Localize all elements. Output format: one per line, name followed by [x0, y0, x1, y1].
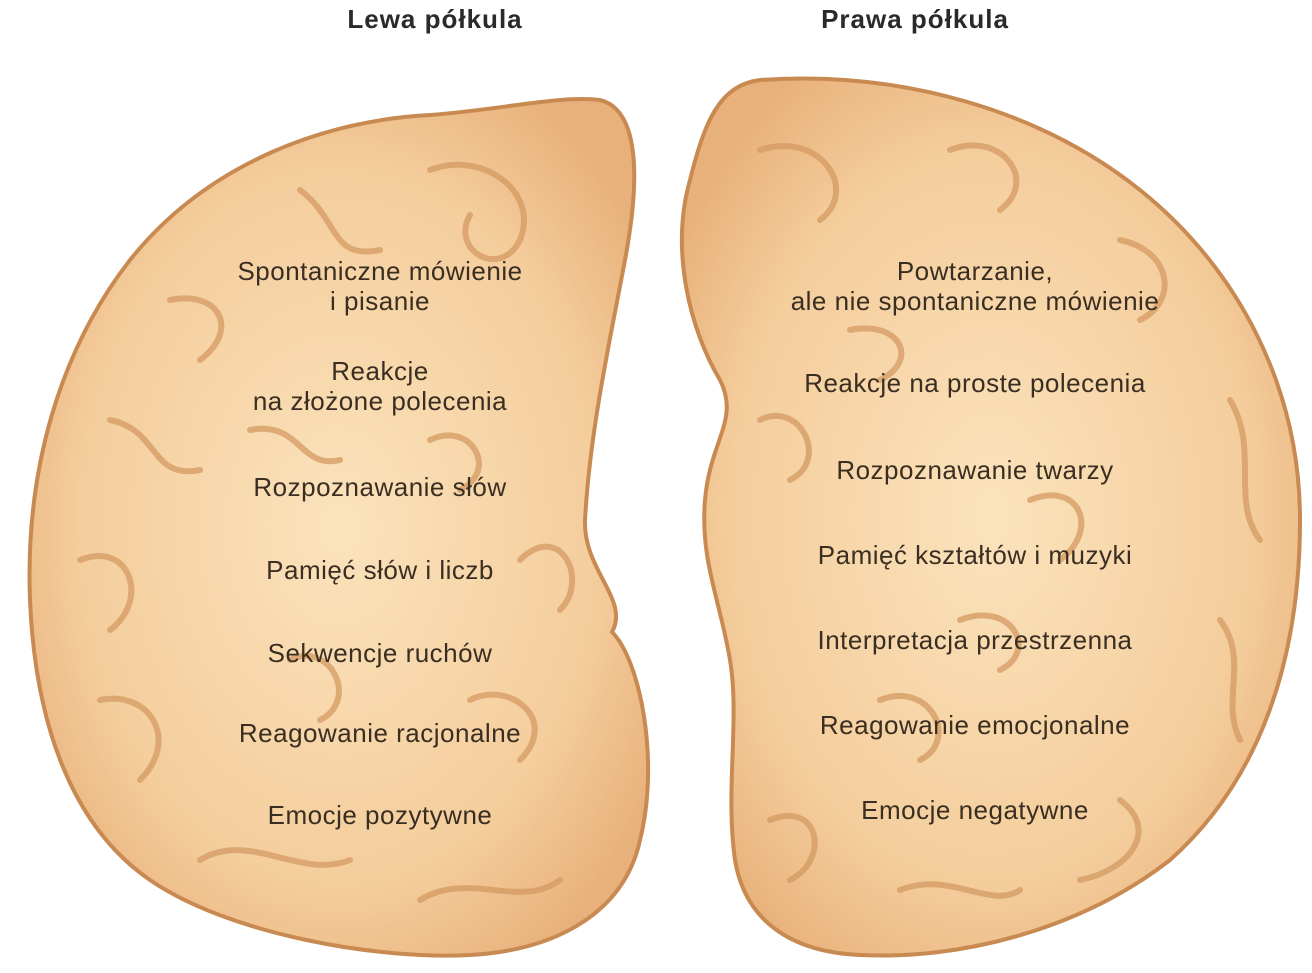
left-hemisphere-title: Lewa półkula [300, 4, 570, 35]
left-function-label: Sekwencje ruchów [150, 638, 610, 668]
right-function-label: Powtarzanie,ale nie spontaniczne mówieni… [690, 256, 1260, 316]
right-function-label: Emocje negatywne [690, 795, 1260, 825]
left-function-label: Spontaniczne mówieniei pisanie [150, 256, 610, 316]
left-function-label: Rozpoznawanie słów [150, 472, 610, 502]
right-function-label: Rozpoznawanie twarzy [690, 455, 1260, 485]
left-function-label: Reagowanie racjonalne [150, 718, 610, 748]
right-function-label: Reagowanie emocjonalne [690, 710, 1260, 740]
left-function-label: Pamięć słów i liczb [150, 555, 610, 585]
right-function-label: Interpretacja przestrzenna [690, 625, 1260, 655]
right-function-label: Pamięć kształtów i muzyki [690, 540, 1260, 570]
left-function-label: Reakcjena złożone polecenia [150, 356, 610, 416]
left-function-label: Emocje pozytywne [150, 800, 610, 830]
right-function-label: Reakcje na proste polecenia [690, 368, 1260, 398]
right-hemisphere-title: Prawa półkula [780, 4, 1050, 35]
